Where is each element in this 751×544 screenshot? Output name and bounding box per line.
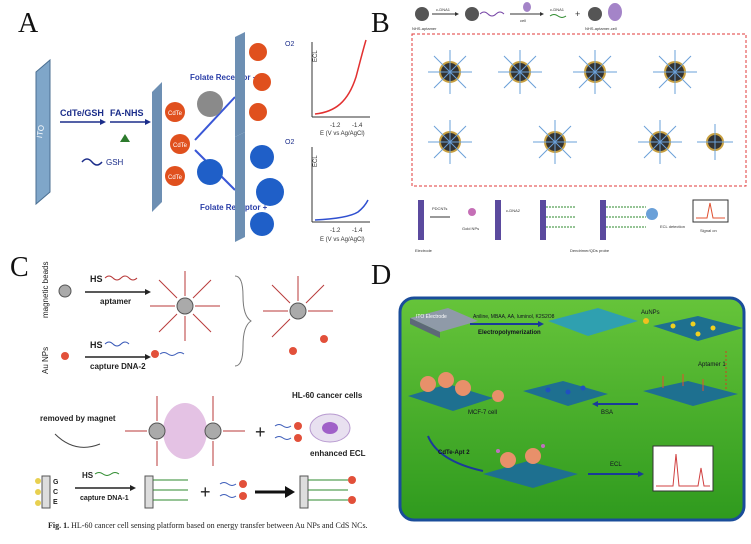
svg-text:HS: HS: [82, 471, 94, 480]
panel-c-diagram: magnetic beads Au NPs HS aptamer HS capt…: [35, 262, 366, 509]
gce-electrode-3: [299, 475, 356, 509]
hl60-label: HL-60 cancer cells: [292, 391, 363, 400]
svg-text:HS: HS: [90, 340, 103, 350]
svg-text:ECL detection: ECL detection: [660, 224, 685, 229]
svg-text:-1.2: -1.2: [330, 123, 341, 129]
svg-text:NHS-aptamer: NHS-aptamer: [412, 26, 437, 31]
ecl-plot-top: ECL -1.2 -1.4 E (V vs Ag/AgCl): [311, 39, 370, 137]
panel-b-process-box: [411, 33, 747, 187]
svg-text:MCF-7 cell: MCF-7 cell: [468, 410, 497, 416]
svg-text:capture DNA-2: capture DNA-2: [90, 362, 146, 371]
svg-text:PDCNTs: PDCNTs: [432, 206, 447, 211]
caption-label: Fig. 1.: [48, 521, 70, 530]
svg-text:NHS-aptamer-cell: NHS-aptamer-cell: [585, 26, 617, 31]
svg-text:-1.4: -1.4: [352, 123, 363, 129]
svg-text:Electropolymerization: Electropolymerization: [478, 330, 541, 336]
hybrid-bead: [263, 276, 333, 355]
panel-b-diagram: NHS-aptamer c-DNA1 cell c-DNA1 + NHS-apt…: [411, 2, 747, 253]
dendrimer-row-2: [428, 120, 733, 164]
aptamer-electrode: [643, 374, 738, 406]
svg-text:cell: cell: [520, 18, 526, 23]
gsh-icon: [81, 158, 103, 166]
svg-text:Aniline, MBAA, AA, luminol, K2: Aniline, MBAA, AA, luminol, K2S2O8: [473, 314, 555, 320]
panel-d-diagram: ITO Electrode Aniline, MBAA, AA, luminol…: [398, 296, 746, 522]
svg-text:-1.2: -1.2: [330, 228, 341, 234]
svg-text:O2: O2: [285, 139, 294, 146]
captured-complex: [125, 396, 245, 466]
final-electrode: [483, 444, 578, 488]
panel-letter-d: D: [371, 260, 392, 291]
gce-electrode-1: G C E: [35, 475, 59, 509]
svg-text:Signal on: Signal on: [700, 228, 717, 233]
magnetic-beads-label: magnetic beads: [41, 262, 50, 318]
svg-text:G: G: [53, 479, 59, 486]
panel-a-diagram: ITO CdTe/GSH FA-NHS GSH CdTe CdTe CdTe F…: [35, 32, 370, 243]
polymer-film: [548, 308, 638, 336]
folate-icon: [120, 134, 130, 142]
ecl-signal-plot: [652, 445, 714, 492]
svg-text:Dendrimer/QDs probe: Dendrimer/QDs probe: [570, 248, 610, 253]
svg-text:c-DNA2: c-DNA2: [506, 208, 521, 213]
svg-text:+: +: [200, 482, 211, 502]
ito-electrode: [35, 58, 51, 206]
svg-text:ECL: ECL: [610, 462, 622, 468]
qd-cluster-middle: CdTe CdTe CdTe: [165, 102, 190, 186]
svg-text:CdTe-Apt 2: CdTe-Apt 2: [438, 450, 470, 456]
gce-electrode-2: [144, 475, 188, 509]
svg-text:-1.4: -1.4: [352, 228, 363, 234]
panel-b-bottom-row: Electrode PDCNTs Gold NPs c-DNA2 Dendrim…: [415, 199, 729, 253]
svg-text:enhanced ECL: enhanced ECL: [310, 449, 366, 458]
receptor-minus: Folate Receptor −: [190, 73, 258, 82]
svg-text:c-DNA1: c-DNA1: [436, 7, 451, 12]
svg-text:aptamer: aptamer: [100, 297, 131, 306]
svg-text:HS: HS: [90, 274, 103, 284]
svg-text:Electrode: Electrode: [415, 248, 433, 253]
svg-text:CdTe: CdTe: [173, 143, 188, 149]
svg-text:ITO Electrode: ITO Electrode: [416, 314, 447, 320]
ito-label: ITO: [35, 124, 46, 139]
svg-text:CdTe: CdTe: [168, 111, 183, 117]
aunp-electrode: [653, 316, 743, 341]
panel-letter-c: C: [10, 252, 29, 283]
panel-letter-a: A: [18, 8, 39, 39]
gsh-legend: GSH: [106, 158, 124, 167]
cell-capture-electrode: [408, 372, 493, 411]
ecl-plot-bottom: ECL -1.2 -1.4 E (V vs Ag/AgCl): [311, 147, 370, 243]
svg-text:Gold NPs: Gold NPs: [462, 226, 479, 231]
svg-text:E: E: [53, 499, 58, 506]
ito-slide: ITO Electrode: [410, 308, 478, 338]
svg-text:E (V vs Ag/AgCl): E (V vs Ag/AgCl): [320, 131, 365, 137]
svg-text:AuNPs: AuNPs: [641, 310, 660, 316]
svg-text:c-DNA1: c-DNA1: [550, 7, 565, 12]
bsa-electrode: [523, 381, 608, 406]
svg-text:C: C: [53, 489, 58, 496]
receptor-plus: Folate Receptor +: [200, 203, 268, 212]
svg-text:BSA: BSA: [601, 410, 613, 416]
caption-text: HL-60 cancer cell sensing platform based…: [71, 521, 368, 530]
removed-label: removed by magnet: [40, 414, 116, 423]
panel-letter-b: B: [371, 8, 390, 39]
svg-text:+: +: [575, 9, 580, 19]
svg-text:ECL: ECL: [313, 50, 319, 62]
step2-label: FA-NHS: [110, 108, 144, 118]
grey-cell: [197, 91, 223, 117]
svg-text:Aptamer 1: Aptamer 1: [698, 362, 726, 368]
svg-text:CdTe: CdTe: [168, 175, 183, 181]
svg-text:O2: O2: [285, 41, 294, 48]
svg-text:ECL: ECL: [313, 155, 319, 167]
svg-text:+: +: [255, 422, 266, 442]
step1-label: CdTe/GSH: [60, 108, 104, 118]
aptamer-bead: [150, 271, 220, 341]
svg-text:capture DNA-1: capture DNA-1: [80, 495, 129, 502]
au-nps-label: Au NPs: [41, 347, 50, 374]
figure-caption: Fig. 1. HL-60 cancer cell sensing platfo…: [48, 521, 368, 530]
dendrimer-row-1: [428, 50, 697, 94]
blue-cell: [197, 159, 223, 185]
svg-text:E (V vs Ag/AgCl): E (V vs Ag/AgCl): [320, 237, 365, 243]
